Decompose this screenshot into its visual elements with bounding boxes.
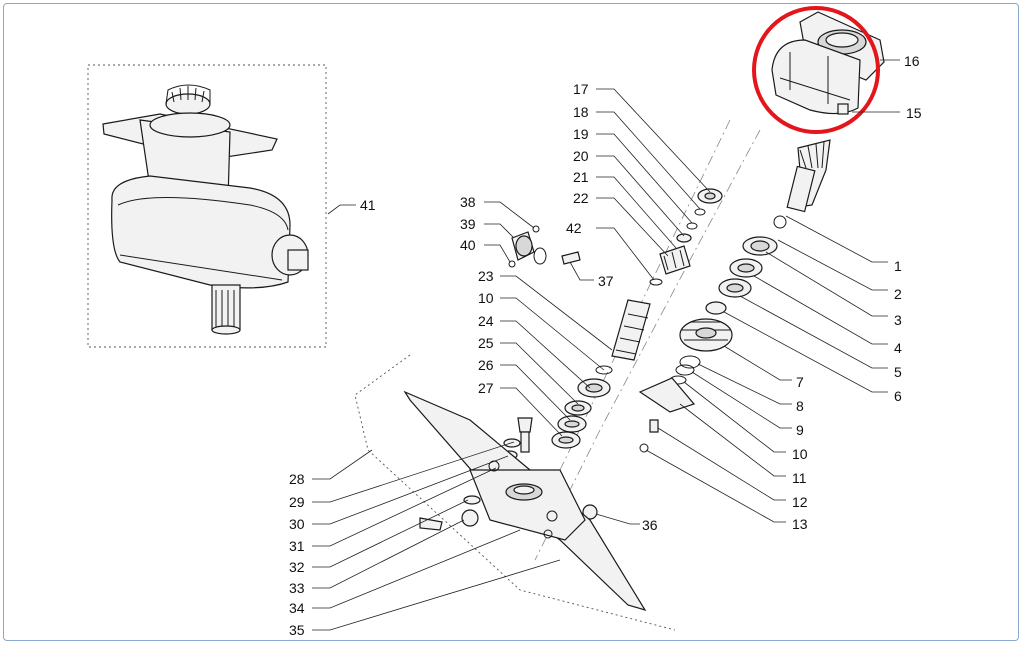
- left-bearing-stack: [551, 378, 611, 449]
- callout-20: 20: [573, 148, 589, 164]
- callout-38: 38: [460, 194, 476, 210]
- callout-30: 30: [289, 516, 305, 532]
- callout-12: 12: [792, 494, 808, 510]
- callout-42: 42: [566, 220, 582, 236]
- callouts-upper-column: 17 18 19 20 21 22 42: [566, 81, 711, 281]
- callout-32: 32: [289, 559, 305, 575]
- callout-8: 8: [796, 398, 804, 414]
- callout-26: 26: [478, 357, 494, 373]
- right-bearing-stack: [705, 236, 778, 315]
- callouts-bottom-left: 28 29 30 31 32 33 34 35: [289, 441, 561, 638]
- callout-39: 39: [460, 216, 476, 232]
- callout-24: 24: [478, 313, 494, 329]
- callout-15: 15: [906, 105, 922, 121]
- plug-parts: [508, 225, 581, 268]
- callout-36: 36: [642, 517, 658, 533]
- callout-18: 18: [573, 104, 589, 120]
- callout-9: 9: [796, 422, 804, 438]
- callout-10b: 10: [792, 446, 808, 462]
- output-shaft: [595, 299, 651, 375]
- callout-1: 1: [894, 258, 902, 274]
- callouts-right-column-bottom: 7 8 9 10 11 12 13: [645, 345, 808, 532]
- callout-2: 2: [894, 286, 902, 302]
- callout-35: 35: [289, 622, 305, 638]
- input-bevel-shaft: [773, 139, 831, 229]
- callout-3: 3: [894, 312, 902, 328]
- callouts-left-column: 23 10 24 25 26 27: [478, 268, 613, 437]
- callout-34: 34: [289, 600, 305, 616]
- callout-21: 21: [573, 169, 589, 185]
- callout-6: 6: [894, 388, 902, 404]
- assembled-gearbox-drawing: 41: [87, 64, 376, 348]
- callout-37: 37: [598, 273, 614, 289]
- callouts-right-column-top: 1 2 3 4 5 6: [723, 215, 902, 404]
- highlight-circle: [752, 6, 880, 134]
- callout-33: 33: [289, 580, 305, 596]
- callout-25: 25: [478, 335, 494, 351]
- callout-41: 41: [360, 197, 376, 213]
- callout-29: 29: [289, 494, 305, 510]
- callout-7: 7: [796, 374, 804, 390]
- callout-10a: 10: [478, 290, 494, 306]
- callout-27: 27: [478, 380, 494, 396]
- callout-16: 16: [904, 53, 920, 69]
- callout-31: 31: [289, 538, 305, 554]
- callouts-plug: 38 39 40 37: [460, 194, 614, 289]
- callout-22: 22: [573, 190, 589, 206]
- callout-28: 28: [289, 471, 305, 487]
- callout-40: 40: [460, 237, 476, 253]
- housing-cover-part: 16 15: [752, 6, 922, 134]
- cutting-blade: [354, 354, 676, 631]
- callout-13: 13: [792, 516, 808, 532]
- cover-plate: [638, 377, 696, 453]
- callout-11: 11: [792, 470, 807, 486]
- callout-17: 17: [573, 81, 589, 97]
- crown-gear: [669, 318, 733, 385]
- callout-23: 23: [478, 268, 494, 284]
- upper-small-parts: [649, 188, 723, 286]
- callout-4: 4: [894, 340, 902, 356]
- callout-5: 5: [894, 364, 902, 380]
- callout-19: 19: [573, 126, 589, 142]
